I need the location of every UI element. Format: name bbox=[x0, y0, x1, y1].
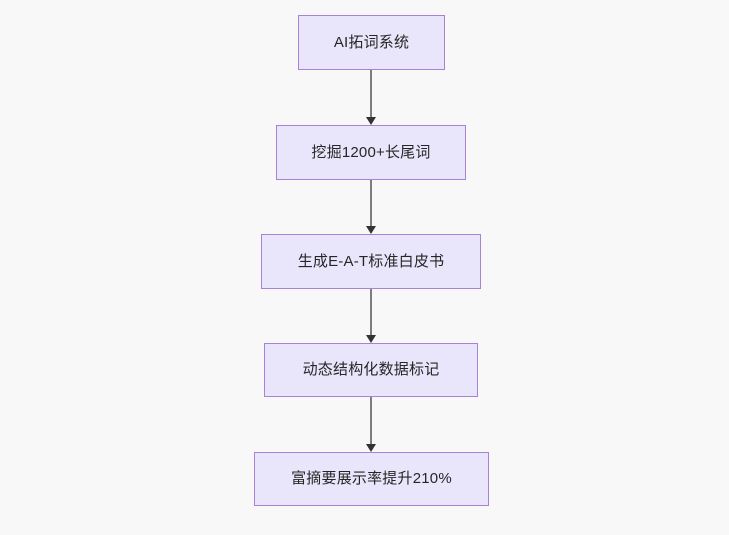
connector-line bbox=[370, 180, 373, 228]
flowchart-node-4[interactable]: 动态结构化数据标记 bbox=[264, 343, 478, 397]
flowchart-node-5-label: 富摘要展示率提升210% bbox=[291, 470, 452, 487]
arrowhead-down-icon bbox=[365, 226, 376, 234]
connector-line bbox=[370, 397, 373, 446]
flowchart-node-2[interactable]: 挖掘1200+长尾词 bbox=[276, 125, 466, 180]
arrowhead-down-icon bbox=[365, 117, 376, 125]
flowchart-node-4-label: 动态结构化数据标记 bbox=[302, 361, 440, 378]
flowchart-node-5[interactable]: 富摘要展示率提升210% bbox=[254, 452, 489, 506]
connector-line bbox=[370, 70, 373, 119]
flowchart-node-3-label: 生成E-A-T标准白皮书 bbox=[297, 252, 445, 270]
arrowhead-down-icon bbox=[365, 335, 376, 343]
connector-line bbox=[370, 289, 373, 337]
arrowhead-down-icon bbox=[365, 444, 376, 452]
flowchart-node-2-label: 挖掘1200+长尾词 bbox=[311, 143, 431, 161]
flowchart-node-1-label: AI拓词系统 bbox=[333, 33, 410, 51]
flowchart-node-3[interactable]: 生成E-A-T标准白皮书 bbox=[261, 234, 481, 289]
flowchart-node-1[interactable]: AI拓词系统 bbox=[298, 15, 445, 70]
